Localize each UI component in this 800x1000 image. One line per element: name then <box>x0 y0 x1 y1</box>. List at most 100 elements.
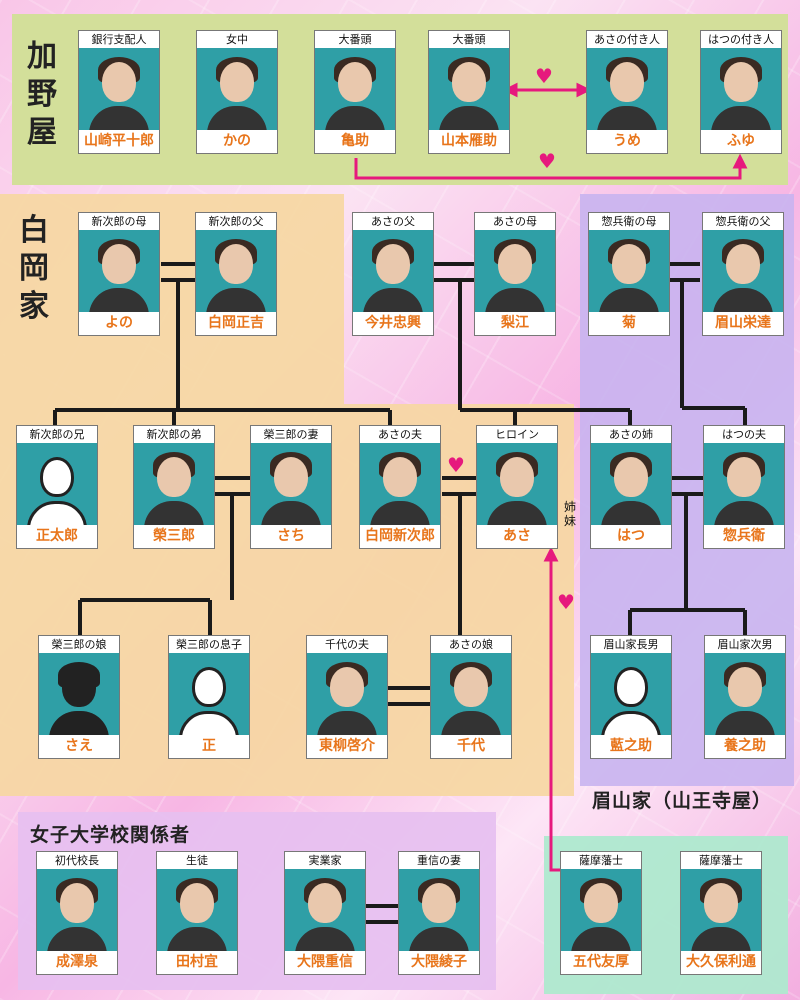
person-card-ayako[interactable]: 重信の妻大隈綾子 <box>398 851 480 975</box>
person-card-godai[interactable]: 薩摩藩士五代友厚 <box>560 851 642 975</box>
heart-icon: ♥ <box>447 453 465 477</box>
person-photo <box>79 48 159 130</box>
person-name: ふゆ <box>701 130 781 153</box>
person-card-eitatsu[interactable]: 惣兵衛の父眉山栄達 <box>702 212 784 336</box>
person-photo <box>37 869 117 951</box>
person-card-younosuke[interactable]: 眉山家次男養之助 <box>704 635 786 759</box>
person-photo <box>429 48 509 130</box>
person-name: 五代友厚 <box>561 951 641 974</box>
person-photo <box>591 443 671 525</box>
person-card-gansuke[interactable]: 大番頭山本雁助 <box>428 30 510 154</box>
person-role: 榮三郎の娘 <box>39 636 119 653</box>
person-card-yono[interactable]: 新次郎の母よの <box>78 212 160 336</box>
person-photo <box>681 869 761 951</box>
person-card-naruse[interactable]: 初代校長成澤泉 <box>36 851 118 975</box>
person-role: あさの父 <box>353 213 433 230</box>
person-card-eizaburo[interactable]: 新次郎の弟榮三郎 <box>133 425 215 549</box>
person-role: 銀行支配人 <box>79 31 159 48</box>
person-name: 山本雁助 <box>429 130 509 153</box>
person-role: 薩摩藩士 <box>561 852 641 869</box>
person-card-hatsu[interactable]: あさの姉はつ <box>590 425 672 549</box>
group-title-mayuyama: 眉山家（山王寺屋） <box>592 790 773 812</box>
person-role: 榮三郎の妻 <box>251 426 331 443</box>
person-name: 眉山栄達 <box>703 312 783 335</box>
person-role: 新次郎の父 <box>196 213 276 230</box>
person-placeholder-icon <box>169 653 249 735</box>
person-name: よの <box>79 312 159 335</box>
group-title-school: 女子大学校関係者 <box>30 824 191 846</box>
person-name: 今井忠興 <box>353 312 433 335</box>
person-card-sobei[interactable]: はつの夫惣兵衛 <box>703 425 785 549</box>
person-photo <box>307 653 387 735</box>
person-card-ainosuke[interactable]: 眉山家長男藍之助 <box>590 635 672 759</box>
person-role: あさの姉 <box>591 426 671 443</box>
group-title-shiraoka: 白岡家 <box>19 213 49 324</box>
person-photo <box>475 230 555 312</box>
person-card-keisuke[interactable]: 千代の夫東柳啓介 <box>306 635 388 759</box>
person-card-okuma[interactable]: 実業家大隈重信 <box>284 851 366 975</box>
person-name: 成澤泉 <box>37 951 117 974</box>
person-role: 生徒 <box>157 852 237 869</box>
group-title-kano: 加野屋 <box>27 39 57 150</box>
person-card-fuyu[interactable]: はつの付き人ふゆ <box>700 30 782 154</box>
person-photo <box>157 869 237 951</box>
person-role: 惣兵衛の母 <box>589 213 669 230</box>
person-photo <box>587 48 667 130</box>
heart-icon: ♥ <box>557 590 575 614</box>
person-photo <box>704 443 784 525</box>
person-role: 眉山家次男 <box>705 636 785 653</box>
heart-icon: ♥ <box>538 149 556 173</box>
person-card-shotaro[interactable]: 新次郎の兄正太郎 <box>16 425 98 549</box>
person-card-kamesuke[interactable]: 大番頭亀助 <box>314 30 396 154</box>
person-card-asa[interactable]: ヒロインあさ <box>476 425 558 549</box>
person-card-kano[interactable]: 女中かの <box>196 30 278 154</box>
person-card-ume[interactable]: あさの付き人うめ <box>586 30 668 154</box>
person-name: さえ <box>39 735 119 758</box>
person-name: 千代 <box>431 735 511 758</box>
person-photo <box>431 653 511 735</box>
person-name: はつ <box>591 525 671 548</box>
person-name: 大久保利通 <box>681 951 761 974</box>
heart-icon: ♥ <box>535 64 553 88</box>
person-name: 大隈重信 <box>285 951 365 974</box>
person-name: 亀助 <box>315 130 395 153</box>
person-card-chiyo[interactable]: あさの娘千代 <box>430 635 512 759</box>
person-role: 眉山家長男 <box>591 636 671 653</box>
person-role: あさの娘 <box>431 636 511 653</box>
person-card-okubo[interactable]: 薩摩藩士大久保利通 <box>680 851 762 975</box>
person-role: はつの付き人 <box>701 31 781 48</box>
person-card-masayoshi[interactable]: 新次郎の父白岡正吉 <box>195 212 277 336</box>
person-role: 新次郎の母 <box>79 213 159 230</box>
person-photo <box>477 443 557 525</box>
person-role: あさの母 <box>475 213 555 230</box>
person-name: 菊 <box>589 312 669 335</box>
person-card-yamazaki[interactable]: 銀行支配人山崎平十郎 <box>78 30 160 154</box>
person-name: 山崎平十郎 <box>79 130 159 153</box>
person-photo <box>561 869 641 951</box>
person-card-sachi[interactable]: 榮三郎の妻さち <box>250 425 332 549</box>
person-photo <box>197 48 277 130</box>
person-photo <box>134 443 214 525</box>
person-placeholder-icon <box>591 653 671 735</box>
person-card-rie[interactable]: あさの母梨江 <box>474 212 556 336</box>
person-card-shinjiro[interactable]: あさの夫白岡新次郎 <box>359 425 441 549</box>
person-card-tadaoki[interactable]: あさの父今井忠興 <box>352 212 434 336</box>
person-role: 千代の夫 <box>307 636 387 653</box>
person-card-tadashi[interactable]: 榮三郎の息子正 <box>168 635 250 759</box>
person-photo <box>285 869 365 951</box>
person-name: 惣兵衛 <box>704 525 784 548</box>
person-name: 白岡正吉 <box>196 312 276 335</box>
person-photo <box>703 230 783 312</box>
person-role: はつの夫 <box>704 426 784 443</box>
person-photo <box>705 653 785 735</box>
person-card-tamura[interactable]: 生徒田村宜 <box>156 851 238 975</box>
person-card-sae[interactable]: 榮三郎の娘さえ <box>38 635 120 759</box>
sisters-label: 姉妹 <box>563 500 576 528</box>
person-photo <box>196 230 276 312</box>
person-name: 正 <box>169 735 249 758</box>
person-role: あさの付き人 <box>587 31 667 48</box>
shiraoka-region-top <box>0 194 344 404</box>
person-name: 田村宜 <box>157 951 237 974</box>
person-card-kiku[interactable]: 惣兵衛の母菊 <box>588 212 670 336</box>
person-placeholder-icon <box>17 443 97 525</box>
